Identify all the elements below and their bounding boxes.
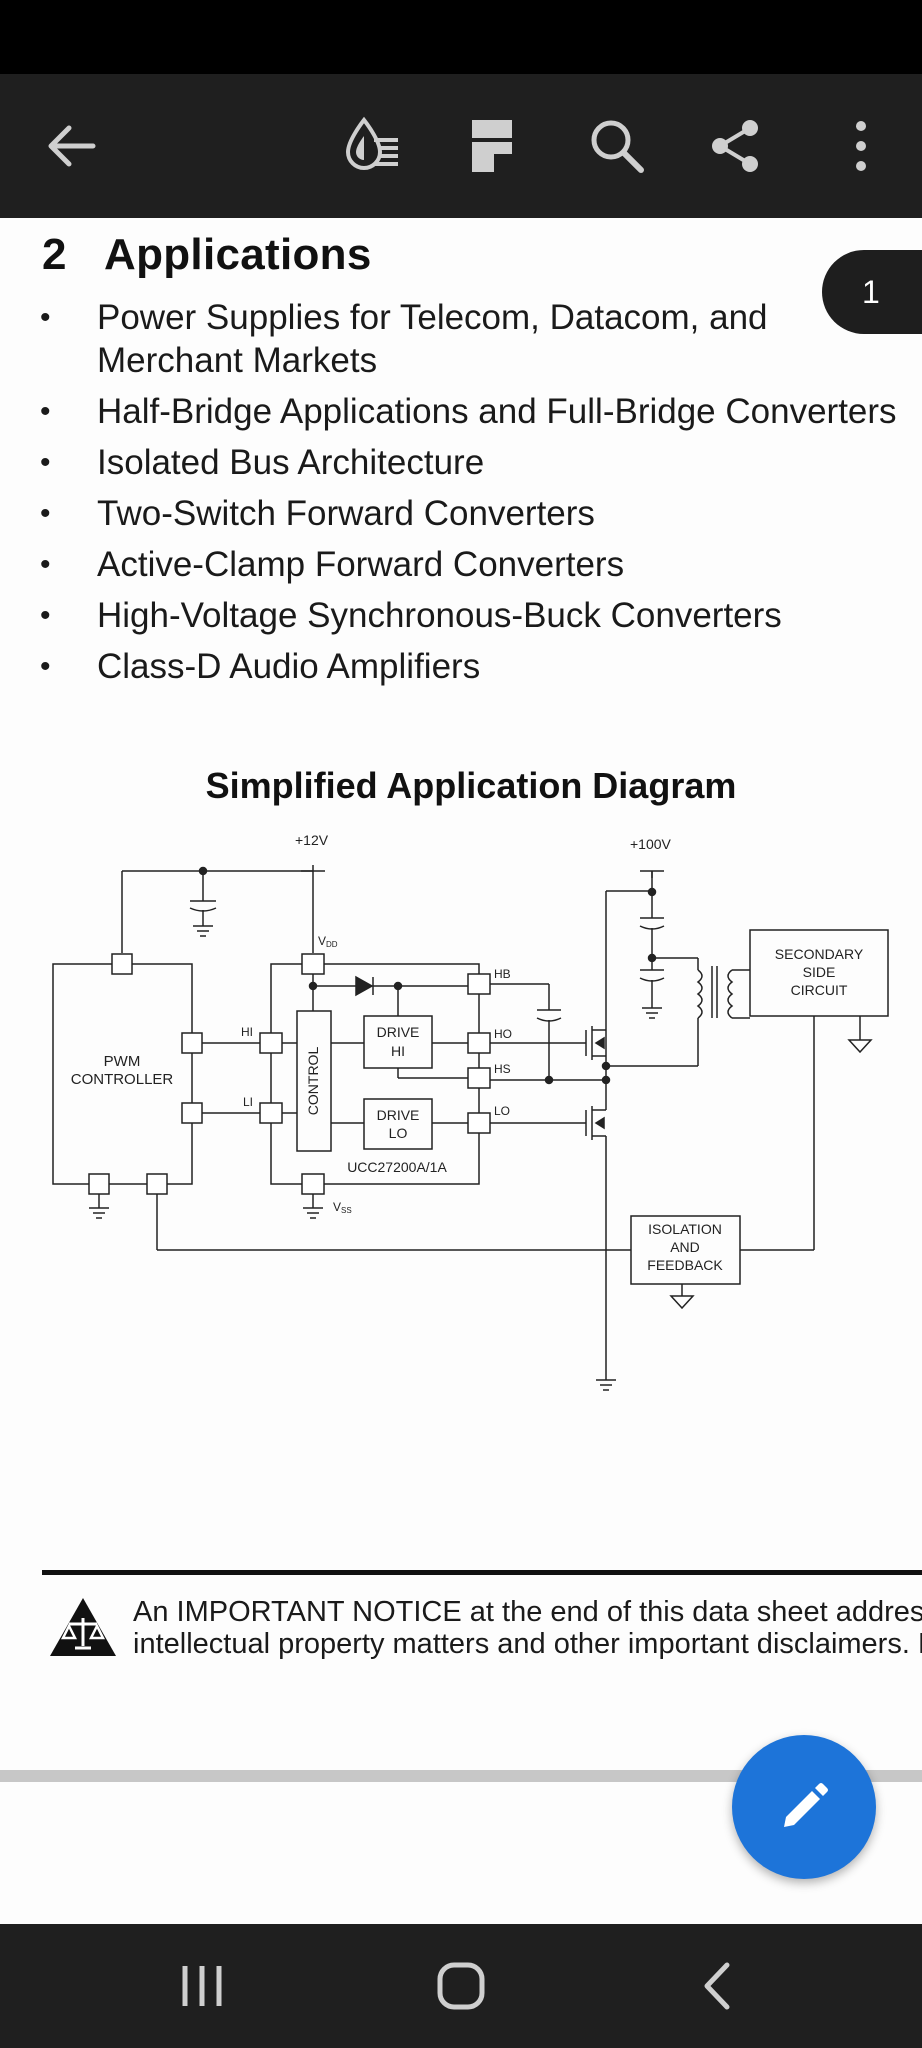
status-bar xyxy=(0,0,922,74)
drive-lo-1: DRIVE xyxy=(377,1107,420,1123)
drive-lo-2: LO xyxy=(389,1125,408,1141)
application-circuit-diagram: +12V PWM CONTROLLER HI LI VDD VSS C xyxy=(52,832,889,1391)
page-separator xyxy=(0,1770,922,1782)
drive-hi-2: HI xyxy=(391,1043,405,1059)
bullet: • xyxy=(40,599,51,632)
drive-lo-block xyxy=(363,1098,433,1150)
v12-label: +12V xyxy=(295,832,329,848)
iso-label-3: FEEDBACK xyxy=(647,1257,723,1273)
bullet: • xyxy=(40,548,51,581)
important-notice: An IMPORTANT NOTICE at the end of this d… xyxy=(133,1596,922,1660)
list-item-text: Isolated Bus Architecture xyxy=(97,443,485,482)
notice-line-1: An IMPORTANT NOTICE at the end of this d… xyxy=(133,1596,922,1628)
hi-label: HI xyxy=(241,1025,253,1039)
applications-list: • Power Supplies for Telecom, Datacom, an… xyxy=(40,296,920,696)
bullet: • xyxy=(40,446,51,479)
reading-mode-icon[interactable] xyxy=(324,100,416,192)
control-label: CONTROL xyxy=(305,1047,321,1116)
iso-label-2: AND xyxy=(670,1239,700,1255)
notice-divider xyxy=(42,1570,922,1575)
pin xyxy=(111,953,133,975)
page-number: 1 xyxy=(862,273,880,310)
list-item: • Isolated Bus Architecture xyxy=(40,441,920,484)
home-icon[interactable] xyxy=(411,1942,511,2030)
sec-label-3: CIRCUIT xyxy=(791,982,848,998)
edit-fab-button[interactable] xyxy=(732,1735,876,1879)
page-number-badge: 1 xyxy=(822,250,922,334)
lo-label: LO xyxy=(494,1104,510,1118)
share-icon[interactable] xyxy=(690,100,782,192)
list-item-text: Power Supplies for Telecom, Datacom, and… xyxy=(97,298,768,380)
page-layout-icon[interactable] xyxy=(446,100,538,192)
hb-label: HB xyxy=(494,967,511,981)
notice-warning-icon xyxy=(50,1598,116,1656)
back-icon[interactable] xyxy=(668,1942,768,2030)
section-heading: 2 Applications xyxy=(42,230,372,280)
pin xyxy=(88,1173,110,1195)
pin xyxy=(181,1032,203,1054)
bullet: • xyxy=(40,301,51,334)
notice-line-2: intellectual property matters and other … xyxy=(133,1628,922,1660)
sec-label-1: SECONDARY xyxy=(775,946,864,962)
pwm-label-2: CONTROLLER xyxy=(71,1071,174,1088)
list-item: • High-Voltage Synchronous-Buck Converter… xyxy=(40,594,920,637)
secondary-side-box xyxy=(749,929,889,1017)
list-item: • Half-Bridge Applications and Full-Bridg… xyxy=(40,390,920,433)
system-nav-bar xyxy=(0,1924,922,2048)
top-toolbar xyxy=(0,74,922,218)
iso-label-1: ISOLATION xyxy=(648,1221,722,1237)
recent-apps-icon[interactable] xyxy=(152,1942,252,2030)
list-item: • Class-D Audio Amplifiers xyxy=(40,645,920,688)
section-title: Applications xyxy=(104,230,372,279)
ho-label: HO xyxy=(494,1027,512,1041)
drive-hi-1: DRIVE xyxy=(377,1024,420,1040)
back-arrow-icon[interactable] xyxy=(25,100,117,192)
v100-label: +100V xyxy=(630,836,672,852)
document-page[interactable]: 2 Applications • Power Supplies for Teleco… xyxy=(0,218,922,1770)
list-item: • Power Supplies for Telecom, Datacom, an… xyxy=(40,296,920,382)
pin xyxy=(181,1102,203,1124)
hs-label: HS xyxy=(494,1062,511,1076)
sec-label-2: SIDE xyxy=(803,964,836,980)
list-item-text: Two-Switch Forward Converters xyxy=(97,494,595,533)
list-item: • Two-Switch Forward Converters xyxy=(40,492,920,535)
bullet: • xyxy=(40,497,51,530)
pwm-label-1: PWM xyxy=(104,1053,141,1070)
diagram-title: Simplified Application Diagram xyxy=(205,765,737,806)
list-item-text: Active-Clamp Forward Converters xyxy=(97,545,625,584)
list-item-text: Half-Bridge Applications and Full-Bridge… xyxy=(97,392,897,431)
li-label: LI xyxy=(243,1095,253,1109)
list-item-text: High-Voltage Synchronous-Buck Converters xyxy=(97,596,782,635)
list-item-text: Class-D Audio Amplifiers xyxy=(97,647,481,686)
vss-label: VSS xyxy=(333,1200,352,1215)
chip-label: UCC27200A/1A xyxy=(347,1159,447,1175)
list-item: • Active-Clamp Forward Converters xyxy=(40,543,920,586)
edit-pencil-icon xyxy=(784,1783,828,1827)
control-block xyxy=(296,1010,332,1152)
pin xyxy=(146,1173,168,1195)
bullet: • xyxy=(40,650,51,683)
section-number: 2 xyxy=(42,230,67,279)
bullet: • xyxy=(40,395,51,428)
more-vert-icon[interactable] xyxy=(815,100,907,192)
search-icon[interactable] xyxy=(571,100,663,192)
vdd-label: VDD xyxy=(318,934,338,949)
